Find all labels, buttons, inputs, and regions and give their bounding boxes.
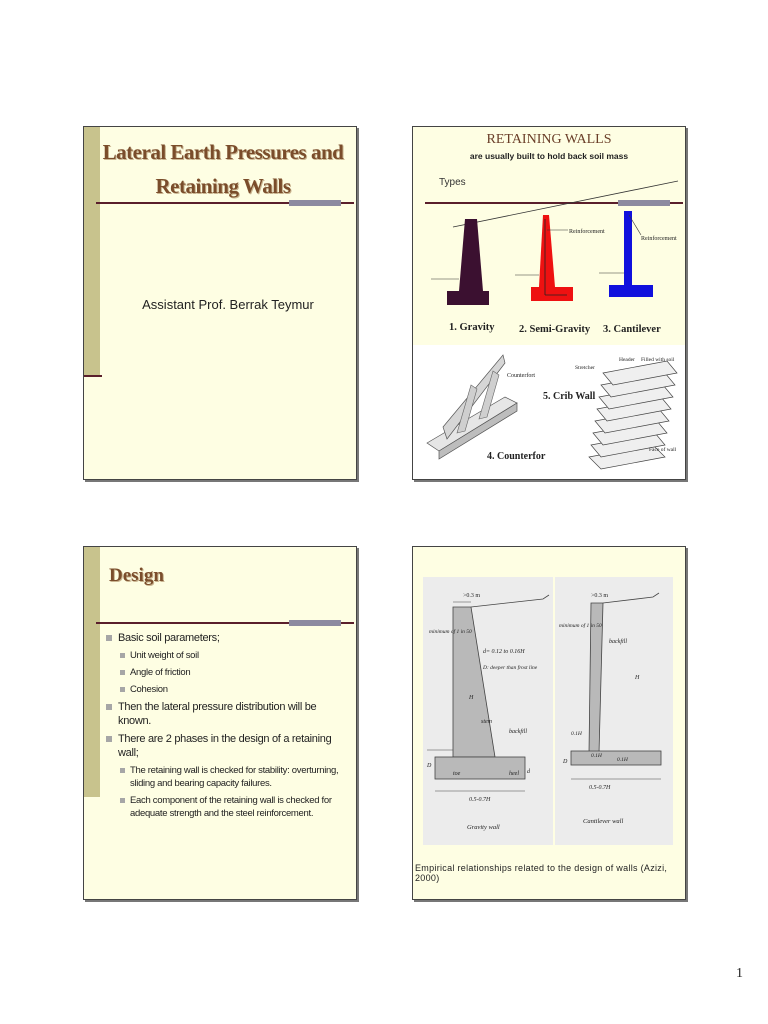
cantilever-batter: minimum of 1 in 50 [559, 622, 602, 629]
reinforcement-label-2: Reinforcement [641, 235, 677, 242]
title-line-2: Retaining Walls [155, 174, 291, 198]
gravity-wall-shape [459, 219, 483, 291]
cantilever-toe-thickness: 0.1H [571, 731, 583, 737]
slide-retaining-walls: RETAINING WALLS are usually built to hol… [412, 126, 686, 480]
sidebar-rule [84, 375, 102, 377]
figure-caption: Empirical relationships related to the d… [415, 863, 668, 883]
gravity-d-relation: d= 0.12 to 0.16H [483, 649, 525, 655]
title-rule-accent [289, 200, 341, 206]
bullet-item: There are 2 phases in the design of a re… [106, 732, 346, 760]
slide-sidebar [84, 127, 100, 377]
gravity-stem: stem [481, 719, 493, 725]
cantilever-height: H [634, 675, 640, 681]
gravity-top-width: >0.3 m [463, 593, 480, 599]
slide-heading: Design [109, 565, 164, 586]
bullet-list: Basic soil parameters; Unit weight of so… [106, 631, 346, 824]
cantilever-D: D [562, 759, 568, 765]
title-rule [96, 622, 354, 624]
semigravity-wall-base [531, 287, 573, 301]
gravity-wall-base [447, 291, 489, 305]
semigravity-wall-shape [539, 215, 555, 287]
slide-design: Design Basic soil parameters; Unit weigh… [83, 546, 357, 900]
sub-bullet-item: Angle of friction [106, 666, 346, 679]
cantilever-base: 0.5-0.7H [589, 785, 611, 791]
gravity-D: D [426, 763, 432, 769]
cantilever-top-width: >0.3 m [591, 593, 608, 599]
gravity-d: d [527, 769, 531, 775]
gravity-batter: minimum of 1 in 50 [429, 628, 472, 635]
crib-wall-drawing [588, 360, 678, 470]
face-label: Face of wall [649, 446, 677, 453]
wall-proportions-figure: >0.3 m minimum of 1 in 50 d= 0.12 to 0.1… [423, 577, 673, 845]
reinforcement-label-1: Reinforcement [569, 228, 605, 235]
cantilever-stem [624, 211, 632, 287]
gravity-wall-label: Gravity wall [467, 824, 500, 831]
slide-rule [425, 202, 683, 204]
counterfort-label: 4. Counterfort [487, 451, 549, 462]
gravity-d-note: D: deeper than frost line [482, 664, 538, 671]
author-name: Assistant Prof. Berrak Teymur [142, 297, 314, 312]
slide-rule-accent [618, 200, 670, 206]
slide-subtitle: are usually built to hold back soil mass [469, 151, 629, 161]
title-rule-accent [289, 620, 341, 626]
types-label: Types [439, 177, 466, 188]
cantilever-label: 3. Cantilever [603, 324, 661, 335]
crib-label: 5. Crib Wall [543, 391, 596, 402]
slide-heading: RETAINING WALLS [486, 132, 612, 147]
sub-bullet-item: Cohesion [106, 683, 346, 696]
bullet-item: Then the lateral pressure distribution w… [106, 700, 346, 728]
slide-sidebar [84, 547, 100, 797]
cantilever-wall-label: Cantilever wall [583, 818, 623, 825]
backfill-slope-line [452, 180, 679, 228]
stretcher-label: Stretcher [575, 365, 595, 371]
gravity-toe: toe [453, 771, 461, 777]
cantilever-wall-panel [555, 577, 673, 845]
cantilever-backfill: backfill [609, 638, 627, 645]
cantilever-base [609, 285, 653, 297]
filled-label: Filled with soil [641, 357, 675, 363]
gravity-label: 1. Gravity [449, 322, 495, 333]
bullet-item: Basic soil parameters; [106, 631, 346, 645]
sub-bullet-item: Each component of the retaining wall is … [106, 794, 346, 820]
slide-title: Lateral Earth Pressures and Retaining Wa… [83, 126, 357, 480]
page-number: 1 [736, 966, 743, 981]
sub-bullet-item: Unit weight of soil [106, 649, 346, 662]
title-rule [96, 202, 354, 204]
cantilever-footing-thickness: 0.1H [617, 757, 629, 763]
gravity-base: 0.5-0.7H [469, 797, 491, 803]
header-label: Header [619, 357, 635, 363]
retaining-wall-types-illustration: Reinforcement Reinforcement 1. Gravity 2… [413, 180, 685, 479]
gravity-backfill: backfill [509, 728, 527, 735]
slide-title-heading: Lateral Earth Pressures and Retaining Wa… [98, 135, 348, 203]
gravity-heel: heel [509, 771, 519, 777]
sub-bullet-item: The retaining wall is checked for stabil… [106, 764, 346, 790]
counterfort-part-label: Counterfort [507, 372, 535, 379]
slide-empirical-relationships: >0.3 m minimum of 1 in 50 d= 0.12 to 0.1… [412, 546, 686, 900]
title-line-1: Lateral Earth Pressures and [102, 140, 344, 164]
gravity-height: H [468, 695, 474, 701]
cantilever-heel-thickness: 0.1H [591, 753, 603, 759]
semigravity-label: 2. Semi-Gravity [519, 324, 591, 335]
